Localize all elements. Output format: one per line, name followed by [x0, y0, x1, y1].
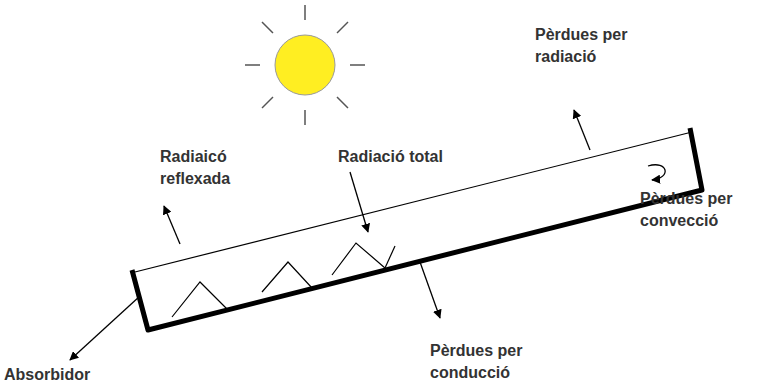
sun [245, 5, 365, 125]
radiation-loss-label: Pèrdues per radiació [535, 24, 655, 68]
conduction-loss-label: Pèrdues per conducció [430, 340, 560, 384]
leader-arrows [70, 110, 665, 360]
absorber-label: Absorbidor [4, 364, 124, 386]
collector [132, 128, 702, 330]
total-radiation-label: Radiació total [338, 146, 498, 168]
reflected-radiation-label: Radiaicó reflexada [160, 146, 260, 190]
convection-loss-label: Pèrdues per convecció [640, 188, 768, 232]
